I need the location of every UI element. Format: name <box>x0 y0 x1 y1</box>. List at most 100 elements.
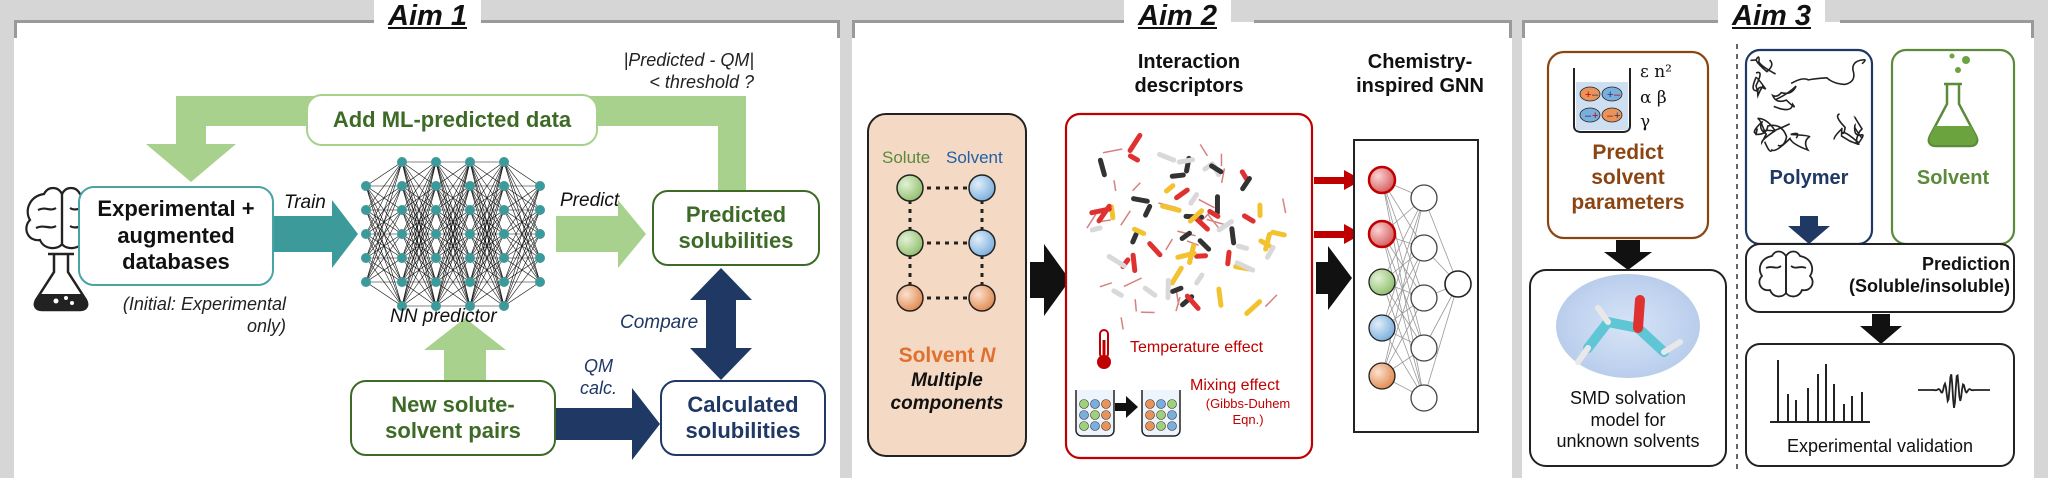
polymer-chain <box>1836 113 1864 145</box>
nn-predictor-network <box>361 157 545 311</box>
nn-edge <box>435 161 471 235</box>
beaker-particle <box>1167 399 1177 409</box>
symbols-row3: γ <box>1640 112 1651 132</box>
nn-node <box>361 277 371 287</box>
polymer-chain <box>1750 56 1776 75</box>
nn-edge <box>365 209 403 283</box>
svg-text:+: + <box>1607 89 1613 101</box>
gnn-edge <box>1381 197 1425 377</box>
nn-edge <box>503 257 541 307</box>
molecule-bond <box>1160 203 1182 213</box>
polymer-chain <box>1752 71 1767 99</box>
nn-edge <box>435 257 471 307</box>
gnn-edge <box>1423 197 1459 285</box>
nn-node <box>431 181 441 191</box>
water-stick <box>1165 238 1174 251</box>
beaker-particle <box>1156 410 1166 420</box>
solute-solvent-spheres <box>896 174 996 312</box>
multiple-components-label: Multiple components <box>890 370 1004 414</box>
nn-edge <box>435 161 471 211</box>
nn-edge <box>469 161 505 211</box>
nn-edge <box>401 161 437 187</box>
beaker-particle <box>1090 421 1100 431</box>
solvent-n-var: N <box>980 344 996 368</box>
nn-edge <box>435 233 471 307</box>
molecule-bond <box>1169 172 1186 179</box>
gnn-edge <box>1381 281 1425 399</box>
molecule-bond <box>1263 231 1272 252</box>
svg-text:+: + <box>1592 110 1598 122</box>
prediction-box <box>1745 243 2015 313</box>
aim2-frame-top-left <box>852 20 1124 23</box>
nn-edge <box>401 281 437 307</box>
nn-edge <box>435 161 471 187</box>
to-gnn-arrow <box>1316 246 1352 310</box>
molecule-bond <box>1216 286 1224 308</box>
solute-label: Solute <box>882 148 931 167</box>
compare-label: Compare <box>620 312 699 333</box>
water-stick <box>1282 198 1287 214</box>
polymer-chain <box>1833 115 1864 146</box>
nn-edge <box>435 281 471 307</box>
solvent-molecule-icon <box>1575 295 1683 365</box>
nn-node <box>535 253 545 263</box>
to-descriptors-arrow <box>1030 244 1070 316</box>
nn-node <box>465 277 475 287</box>
molecule-bond <box>1170 285 1184 294</box>
nn-node <box>397 157 407 167</box>
nn-node <box>465 301 475 311</box>
molecule-bond <box>1157 151 1177 163</box>
beaker-particle <box>1090 410 1100 420</box>
nn-edge <box>469 257 505 307</box>
polymer-down-arrow <box>1788 216 1830 244</box>
gnn-edge <box>1381 233 1425 349</box>
molecule-bond <box>1175 250 1197 260</box>
beaker-particle <box>1079 421 1089 431</box>
predict-arrow <box>556 200 646 268</box>
molecule-bond <box>1111 288 1124 298</box>
nn-node <box>431 229 441 239</box>
gnn-edge <box>1381 197 1425 283</box>
descriptors-title: Interaction descriptors <box>1134 51 1244 97</box>
symbols-row2: α β <box>1640 88 1667 108</box>
nn-node <box>431 253 441 263</box>
nn-edge <box>435 185 471 307</box>
aim2-frame-left <box>852 20 855 38</box>
nn-edge <box>401 233 437 307</box>
nn-edge <box>503 281 541 307</box>
aim1-frame-right <box>837 20 840 38</box>
nn-edge <box>365 185 403 283</box>
aim2-frame-top-right <box>1254 20 1512 23</box>
beaker-particle <box>1101 421 1111 431</box>
beaker-particle <box>1145 421 1155 431</box>
beaker-particle <box>1079 399 1089 409</box>
water-stick <box>1199 143 1209 157</box>
nn-node <box>361 253 371 263</box>
molecule-bond <box>1106 254 1127 269</box>
nn-edge <box>401 161 437 235</box>
nn-node <box>397 229 407 239</box>
water-stick <box>1132 182 1141 192</box>
nn-edge <box>365 161 403 187</box>
molecule-bond <box>1209 163 1224 175</box>
molecule-bond <box>1127 153 1141 163</box>
predicted-solubilities-label: Predicted solubilities <box>678 201 794 253</box>
nn-edge <box>503 209 541 307</box>
nn-edge <box>435 161 471 259</box>
polymer-chain <box>1753 120 1788 147</box>
nn-node <box>431 205 441 215</box>
gnn-hidden-node <box>1410 234 1438 262</box>
brain-small-icon <box>1758 250 1814 298</box>
nn-edge <box>469 161 505 283</box>
gnn-network <box>1367 165 1472 412</box>
nn-edge <box>469 161 505 307</box>
aim2-title: Aim 2 <box>1124 0 1231 33</box>
validation-box <box>1745 343 2015 467</box>
add-ml-data-box: Add ML-predicted data <box>306 94 598 146</box>
water-stick <box>1206 218 1227 226</box>
svg-text:–: – <box>1592 89 1599 101</box>
aim1-title: Aim 1 <box>374 0 481 33</box>
thermometer-icon <box>1097 329 1111 369</box>
nn-edge <box>365 161 403 283</box>
